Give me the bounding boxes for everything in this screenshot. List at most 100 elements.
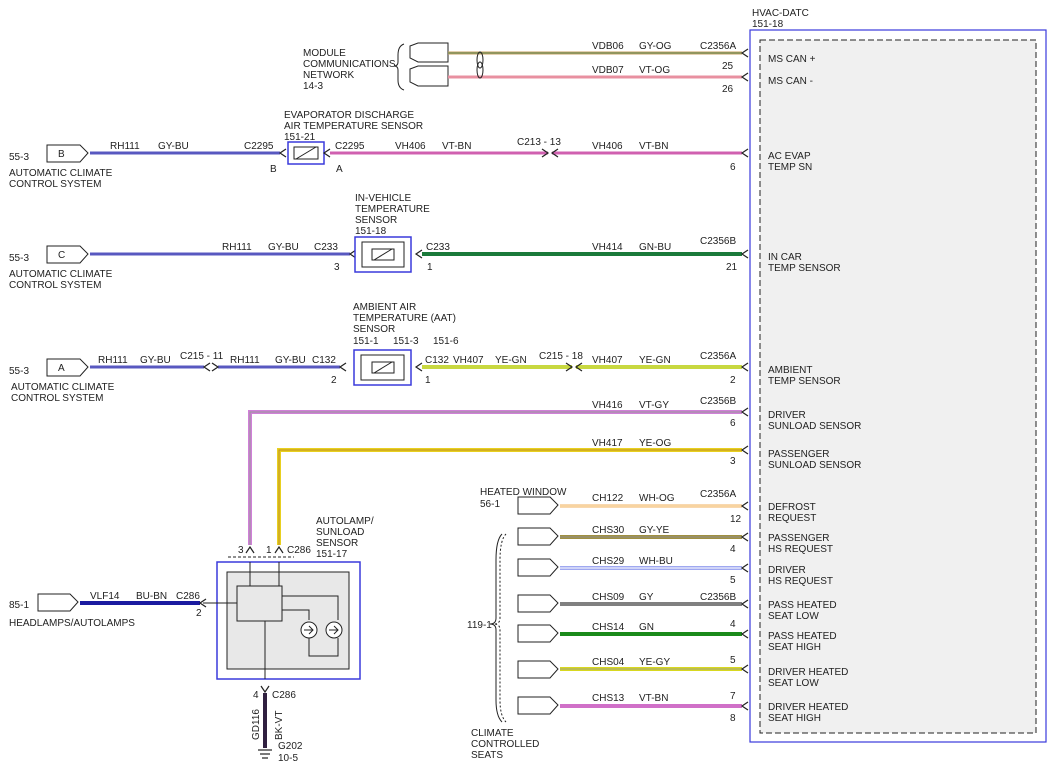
inline-arrow xyxy=(211,362,220,372)
ground-group: 4 C286 GD116 BK-VT G202 10-5 xyxy=(251,685,303,764)
wire-circuit: VDB07 xyxy=(592,65,624,76)
inline-arrow xyxy=(574,362,583,372)
photodiode-symbol xyxy=(304,625,314,635)
ground-ref: G202 xyxy=(278,741,303,752)
sensor-ref: 151-6 xyxy=(433,336,459,347)
sensor-label: TEMPERATURE xyxy=(355,204,430,215)
source-label: CONTROL SYSTEM xyxy=(9,280,101,291)
pin-label: 2 xyxy=(196,608,202,619)
wire-pin: 4 xyxy=(730,544,736,555)
input-label: PASS HEATED xyxy=(768,600,837,611)
wire-color: BK-VT xyxy=(274,711,285,740)
wire-circuit: VH414 xyxy=(592,242,623,253)
wire-connector: C2356A xyxy=(700,489,736,500)
pin-arrow xyxy=(740,362,749,372)
internal-wire xyxy=(282,595,339,620)
input-label: MS CAN + xyxy=(768,54,816,65)
wire-color: YE-GN xyxy=(639,355,671,366)
pin-arrow xyxy=(740,48,749,58)
inline-arrow xyxy=(541,148,550,158)
pin-arrow xyxy=(740,445,749,455)
pin-arrow xyxy=(414,362,423,372)
wire-circuit: RH111 xyxy=(230,355,260,366)
seats-group: 119-1 CLIMATE CONTROLLED SEATS CHS30 GY-… xyxy=(467,525,749,761)
input-label: MS CAN - xyxy=(768,76,813,87)
source-label: AUTOMATIC CLIMATE xyxy=(11,382,115,393)
sensor-label: SENSOR xyxy=(316,538,358,549)
pin-arrow xyxy=(278,148,287,158)
evap-sensor-row: 55-3 B AUTOMATIC CLIMATE CONTROL SYSTEM … xyxy=(9,110,749,190)
pin-label: 1 xyxy=(266,545,272,556)
pin-label: A xyxy=(336,164,343,175)
inline-conn: C215 - 11 xyxy=(180,351,224,362)
input-label: PASS HEATED xyxy=(768,631,837,642)
wire-circuit: GD116 xyxy=(251,709,262,740)
wire-vh417-stripe xyxy=(278,449,742,545)
input-label: HS REQUEST xyxy=(768,576,833,587)
conn-label: C132 xyxy=(425,355,449,366)
wire-color: YE-GN xyxy=(495,355,527,366)
autolamp-chip xyxy=(236,585,283,622)
source-label: AUTOMATIC CLIMATE xyxy=(9,269,113,280)
pin-arrow xyxy=(245,545,255,554)
wire-circuit: CHS13 xyxy=(592,693,625,704)
wire-pin: 2 xyxy=(730,375,736,386)
thermistor-slash xyxy=(373,361,393,374)
seats-label: SEATS xyxy=(471,750,503,761)
sensor-ref: 151-1 xyxy=(353,336,379,347)
pin-arrow xyxy=(338,362,347,372)
source-label: CONTROL SYSTEM xyxy=(9,179,101,190)
conn-label: C286 xyxy=(176,591,200,602)
conn-label: C286 xyxy=(272,690,296,701)
wire-circuit: VH407 xyxy=(592,355,623,366)
thermistor-icon xyxy=(293,146,319,160)
ambient-sensor-row: 55-3 A AUTOMATIC CLIMATE CONTROL SYSTEM … xyxy=(9,302,749,404)
wire-pin: 4 xyxy=(730,619,736,630)
wire-circuit: CHS14 xyxy=(592,622,625,633)
wire-circuit: VH407 xyxy=(453,355,484,366)
module-ref: 151-18 xyxy=(752,19,784,30)
internal-wire xyxy=(282,609,310,620)
wire-pin: 6 xyxy=(730,418,736,429)
wire-color: GY-BU xyxy=(268,242,299,253)
wire-color: VT-OG xyxy=(639,65,670,76)
wire-circuit: CHS09 xyxy=(592,592,625,603)
wire-color: WH-BU xyxy=(639,556,673,567)
seat-connector xyxy=(517,594,559,613)
inline-arrow xyxy=(202,362,211,372)
wire-color: GY-BU xyxy=(275,355,306,366)
module-inputs: MS CAN + MS CAN - AC EVAP TEMP SN IN CAR… xyxy=(768,54,861,724)
twisted-pair-icon xyxy=(476,61,484,79)
conn-label: C132 xyxy=(312,355,336,366)
inline-arrow xyxy=(565,362,574,372)
sensor-label: IN-VEHICLE xyxy=(355,193,411,204)
wire-connector: C2356B xyxy=(700,236,736,247)
input-label: HS REQUEST xyxy=(768,544,833,555)
input-label: DRIVER xyxy=(768,410,806,421)
pin-arrow xyxy=(348,249,357,259)
wire-circuit: VH416 xyxy=(592,400,623,411)
pin-label: 1 xyxy=(427,262,433,273)
sensor-ref: 151-18 xyxy=(355,226,387,237)
conn-label: C233 xyxy=(426,242,450,253)
headlamp-ref: 85-1 xyxy=(9,600,29,611)
network-label: MODULE xyxy=(303,48,346,59)
network-label: NETWORK xyxy=(303,70,354,81)
thermistor-slash xyxy=(295,146,317,160)
pin-arrow xyxy=(198,598,207,608)
conn-label: C2295 xyxy=(244,141,274,152)
pin-arrow xyxy=(740,249,749,259)
input-label: IN CAR xyxy=(768,252,802,263)
wire-pin: 6 xyxy=(730,162,736,173)
sensor-ref: 151-17 xyxy=(316,549,348,560)
pin-label: 3 xyxy=(238,545,244,556)
source-tag: A xyxy=(58,363,65,374)
source-label: AUTOMATIC CLIMATE xyxy=(9,168,113,179)
input-label: TEMP SN xyxy=(768,162,812,173)
pin-arrow xyxy=(260,685,270,694)
invehicle-sensor-row: 55-3 C AUTOMATIC CLIMATE CONTROL SYSTEM … xyxy=(9,193,749,291)
wire-circuit: VH417 xyxy=(592,438,623,449)
wire-pin: 25 xyxy=(722,61,734,72)
input-label: SEAT LOW xyxy=(768,678,819,689)
